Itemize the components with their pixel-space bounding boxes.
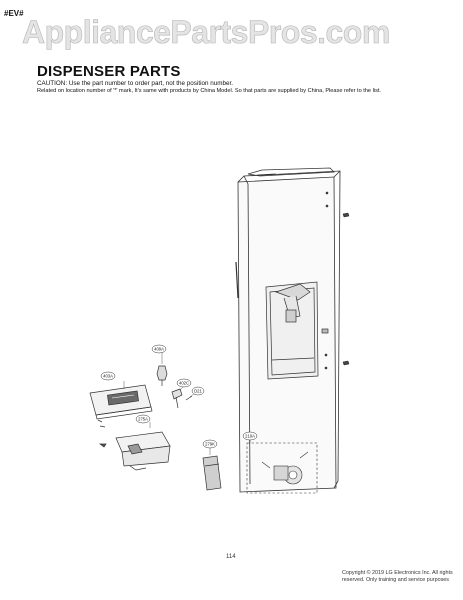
callout-label: 279K	[205, 442, 215, 447]
callout-d21: D21	[191, 386, 205, 396]
callout-275a: 275A	[135, 414, 151, 424]
callout-label: 403A	[103, 374, 113, 379]
copyright-notice: Copyright © 2019 LG Electronics Inc. All…	[342, 570, 453, 584]
related-note: Related on location number of '*' mark, …	[37, 88, 381, 94]
callout-label: 275A	[138, 417, 148, 422]
document-code: #EV#	[4, 9, 24, 18]
dispenser-lever-housing	[98, 422, 171, 471]
drip-tray	[202, 448, 222, 491]
callout-403a: 403A	[100, 371, 116, 381]
control-panel-assembly	[89, 381, 153, 428]
dispenser-cavity	[265, 281, 329, 380]
callout-label: 409A	[154, 347, 164, 352]
switch-part	[156, 352, 168, 386]
callout-402c: 402C	[176, 378, 192, 388]
page-number: 114	[226, 554, 236, 560]
watermark: AppliancePartsPros.com	[22, 14, 391, 51]
callout-label: D21	[194, 389, 202, 394]
motor-detail-box	[246, 440, 318, 494]
callout-279k: 279K	[202, 439, 218, 449]
lever-part	[171, 385, 196, 409]
callout-label: 402C	[179, 381, 189, 386]
door-fasteners	[324, 191, 350, 370]
callout-409a: 409A	[151, 344, 167, 354]
section-title: DISPENSER PARTS	[37, 63, 181, 80]
caution-note: CAUTION: Use the part number to order pa…	[37, 80, 233, 87]
callout-label: 219A	[245, 434, 255, 439]
callout-219a: 219A	[242, 431, 258, 441]
